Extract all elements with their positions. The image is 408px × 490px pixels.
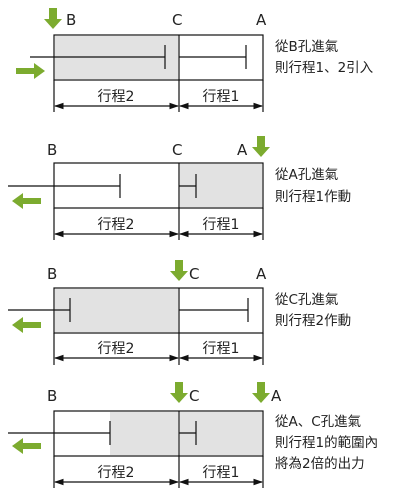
stroke-2-label: 行程2 [98,217,135,233]
port-a-label: A [256,265,267,283]
stroke-2-label: 行程2 [98,465,135,481]
inlet-arrow-b-icon [44,8,62,29]
port-c-label: C [189,265,199,283]
description-line-1: 從A、C孔進氣 [275,414,361,430]
port-a-label: A [271,387,282,405]
rod-direction-left-icon [12,317,41,333]
port-c-label: C [189,387,199,405]
panel-1: B C A 行程2 行程1 從B孔進氣 則行程1、2引入 [16,8,374,112]
description-line-1: 從C孔進氣 [275,292,338,308]
port-a-label: A [256,11,267,29]
port-c-label: C [172,141,182,159]
rod-direction-left-icon [12,438,41,454]
rod-direction-left-icon [12,193,41,209]
description-line-2: 則行程1作動 [275,189,351,205]
panel-4: B C A 行程2 行程1 從A、C孔進氣 則行程1的範圍內 將為2倍的出力 [8,382,378,488]
description-line-2: 則行程1、2引入 [275,60,374,76]
description-line-1: 從A孔進氣 [275,167,338,183]
port-a-label: A [237,141,248,159]
port-b-label: B [47,265,57,283]
port-b-label: B [47,387,57,405]
port-b-label: B [47,141,57,159]
rod-direction-right-icon [16,63,45,79]
pressurized-chamber [110,412,178,455]
stroke-1-label: 行程1 [203,465,240,481]
description-line-2: 則行程1的範圍內 [275,435,378,451]
description-line-1: 從B孔進氣 [275,39,338,55]
stroke-1-label: 行程1 [203,217,240,233]
inlet-arrow-c-icon [170,260,188,281]
stroke-2-label: 行程2 [98,89,135,105]
panel-2: B C A 行程2 行程1 從A孔進氣 則行程1作動 [8,136,351,240]
inlet-arrow-a-icon [252,382,270,403]
panel-3: B C A 行程2 行程1 從C孔進氣 則行程2作動 [8,260,351,365]
inlet-arrow-a-icon [252,136,270,157]
port-c-label: C [172,11,182,29]
port-b-label: B [66,11,76,29]
stroke-2-label: 行程2 [98,341,135,357]
inlet-arrow-c-icon [170,382,188,403]
stroke-1-label: 行程1 [203,89,240,105]
description-line-2: 則行程2作動 [275,313,351,329]
pressurized-chamber [55,289,178,332]
description-line-3: 將為2倍的出力 [275,456,365,472]
stroke-1-label: 行程1 [203,341,240,357]
